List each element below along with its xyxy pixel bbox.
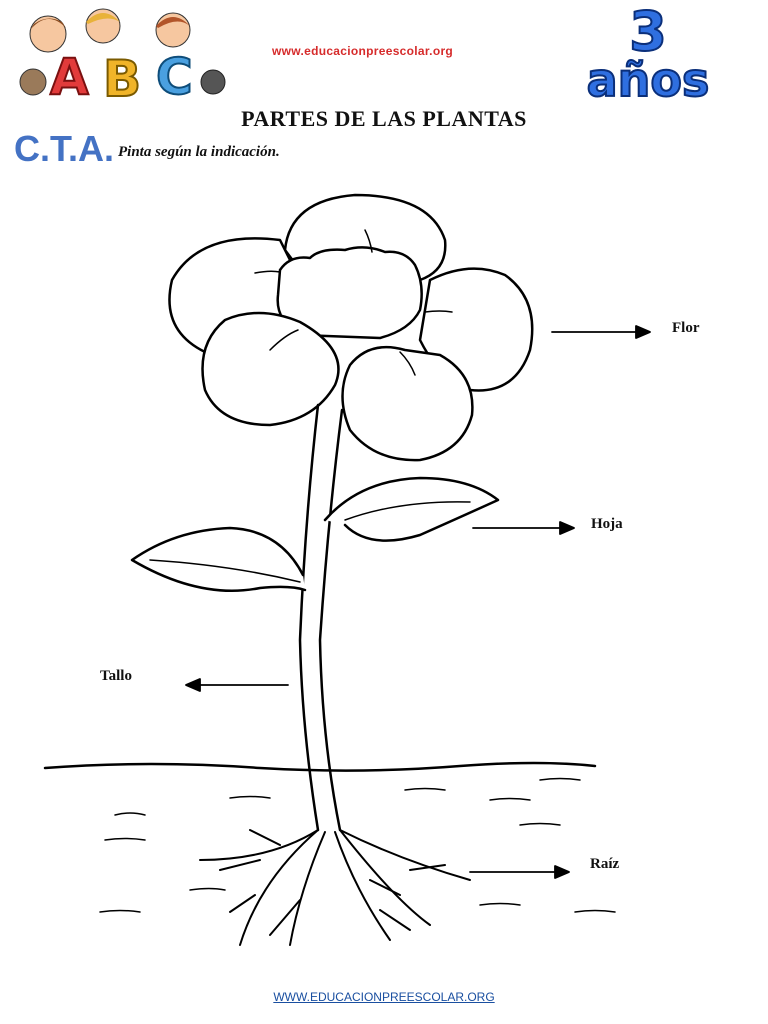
leaf-right-vein	[344, 501, 471, 521]
arrow-hoja	[472, 521, 575, 535]
logo-letter-b: B	[103, 50, 141, 104]
plant-drawing	[43, 193, 651, 946]
leaf-left	[130, 526, 307, 592]
label-flor: Flor	[672, 320, 700, 336]
abc-kids-logo: A B C	[19, 8, 226, 104]
arrow-raiz	[469, 865, 570, 879]
label-raiz: Raíz	[590, 856, 620, 872]
logo-letter-c: C	[156, 48, 193, 104]
leaf-right	[323, 476, 500, 542]
flower-center	[276, 246, 423, 340]
leaf-left-vein	[149, 559, 301, 583]
soil-marks	[99, 777, 616, 913]
age-number: 3	[629, 2, 667, 63]
age-word: años	[587, 53, 710, 102]
petal-bottom-right	[341, 345, 474, 462]
roots	[199, 829, 471, 946]
label-hoja: Hoja	[591, 516, 623, 532]
ground-line	[43, 761, 597, 772]
arrow-flor	[551, 325, 651, 339]
arrows	[185, 325, 651, 879]
kids-illustration	[19, 8, 226, 96]
petal-creases	[254, 229, 453, 376]
instruction-text: Pinta según la indicación.	[118, 144, 280, 160]
petal-bottom-left	[201, 311, 340, 427]
stem	[298, 403, 344, 832]
worksheet-title: PARTES DE LAS PLANTAS	[241, 106, 527, 131]
arrow-tallo	[185, 678, 289, 692]
course-code: C.T.A.	[14, 128, 115, 169]
age-badge: 3 años	[586, 2, 711, 102]
site-url[interactable]: www.educacionpreescolar.org	[272, 44, 454, 58]
label-tallo: Tallo	[100, 668, 132, 684]
abc-letters: A B C	[49, 47, 194, 104]
flower-petals	[168, 193, 534, 462]
footer-link[interactable]: WWW.EDUCACIONPREESCOLAR.ORG	[273, 990, 495, 1004]
logo-letter-a: A	[50, 48, 89, 104]
